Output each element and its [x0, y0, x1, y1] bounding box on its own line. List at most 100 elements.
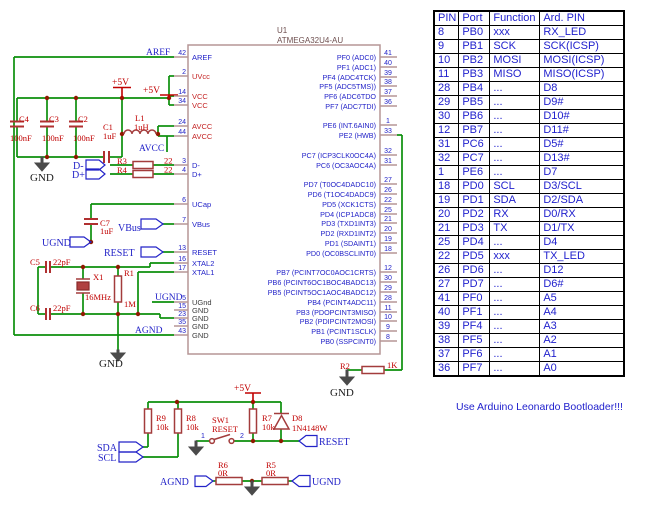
switch-sw1: SW1 RESET 1 2 — [201, 415, 244, 445]
pin-number: 11 — [384, 305, 391, 312]
pin-name: UCap — [192, 200, 211, 209]
table-cell: PD3 — [458, 221, 491, 236]
pin-name: UVcc — [192, 72, 210, 81]
table-cell: 11 — [433, 67, 460, 82]
pin-number: 28 — [384, 295, 392, 302]
pin-name: PD1 (SDAINT1) — [325, 239, 376, 248]
pin-name: PE6 (INT.6AIN0) — [323, 121, 376, 130]
global-label-dminus: D- — [73, 159, 106, 172]
table-cell: D0/RX — [539, 207, 625, 222]
pin-number: 7 — [182, 217, 186, 224]
pin-number: 6 — [182, 197, 186, 204]
table-cell: PB2 — [458, 53, 491, 68]
pin-name: PB3 (PDOPCINT3MISO) — [296, 308, 376, 317]
d8-value: 1N4148W — [292, 423, 327, 433]
table-cell: PB4 — [458, 81, 491, 96]
table-cell: 39 — [433, 319, 460, 334]
gnd-symbol — [338, 369, 356, 386]
table-cell: PD7 — [458, 277, 491, 292]
table-header-cell: PIN — [433, 10, 460, 26]
pin-name: GND — [192, 331, 209, 340]
table-cell: PF6 — [458, 347, 491, 362]
table-cell: ... — [489, 291, 541, 306]
pin-number: 44 — [178, 129, 186, 136]
pin-number: 25 — [384, 207, 392, 214]
pin-number: 27 — [384, 177, 392, 184]
global-label-sda: SDA — [97, 441, 145, 454]
pin-number: 41 — [384, 50, 392, 57]
pin-number: 10 — [384, 314, 392, 321]
pin-name: PB1 (PCINT1SCLK) — [311, 327, 376, 336]
net-label-ugnd: UGND — [155, 293, 183, 303]
global-label-text: RESET — [319, 437, 350, 448]
pin-number: 22 — [384, 197, 392, 204]
table-cell: PD0 — [458, 179, 491, 194]
table-cell: A0 — [539, 361, 625, 377]
table-cell: ... — [489, 305, 541, 320]
power-5v-label: +5V — [112, 78, 129, 88]
pin-number: 29 — [384, 285, 392, 292]
pin-number: 30 — [384, 275, 392, 282]
resistor-r1: R1 1M — [113, 268, 136, 309]
table-cell: PD1 — [458, 193, 491, 208]
global-label-reset-sw: RESET — [298, 434, 350, 448]
c6-value: 22pF — [53, 303, 71, 313]
ic-pin-6: 6 UCap — [174, 197, 211, 209]
table-cell: ... — [489, 123, 541, 138]
pin-name: AVCC — [192, 132, 213, 141]
global-label-text: SCL — [98, 453, 116, 464]
global-label-ugnd-c7: UGND — [42, 236, 93, 249]
pin-name: PF0 (ADC0) — [337, 53, 376, 62]
pin-name: PF5 (ADC5TMS)) — [319, 82, 376, 91]
c6-ref: C6 — [30, 303, 40, 313]
c7-value: 1uF — [100, 226, 114, 236]
pin-number: 24 — [178, 119, 186, 126]
table-cell: D4 — [539, 235, 625, 250]
global-label-reset-ic: RESET — [104, 246, 165, 259]
capacitor-c3: C3 100nF — [40, 114, 64, 143]
power-5v-label: +5V — [234, 384, 251, 394]
pin-number: 35 — [178, 319, 186, 326]
table-cell: PF5 — [458, 333, 491, 348]
gnd-symbol — [187, 440, 205, 456]
r4-ref: R4 — [117, 165, 128, 175]
table-cell: ... — [489, 109, 541, 124]
diode-d8: D8 1N4148W — [272, 412, 327, 433]
table-cell: SCK(ICSP) — [539, 39, 625, 54]
table-header-cell: Port — [458, 10, 491, 26]
pin-name: VCC — [192, 92, 208, 101]
x1-ref: X1 — [93, 272, 103, 282]
pin-number: 33 — [384, 128, 392, 135]
pin-name: PF4 (ADC4TCK) — [322, 73, 376, 82]
d8-ref: D8 — [292, 413, 302, 423]
table-cell: 37 — [433, 347, 460, 362]
r7-ref: R7 — [262, 413, 272, 423]
global-label-text: SDA — [97, 443, 118, 454]
table-cell: 19 — [433, 193, 460, 208]
net-label-aref: AREF — [146, 48, 170, 58]
pin-name: GND — [192, 314, 209, 323]
pin-number: 39 — [384, 70, 392, 77]
pin-name: PD7 (T0OC4DADC10) — [304, 180, 376, 189]
table-cell: A3 — [539, 319, 625, 334]
r9-value: 10k — [156, 422, 170, 432]
table-cell: ... — [489, 361, 541, 377]
table-cell: PD6 — [458, 263, 491, 278]
table-cell: MISO — [489, 67, 541, 82]
r9-ref: R9 — [156, 413, 166, 423]
